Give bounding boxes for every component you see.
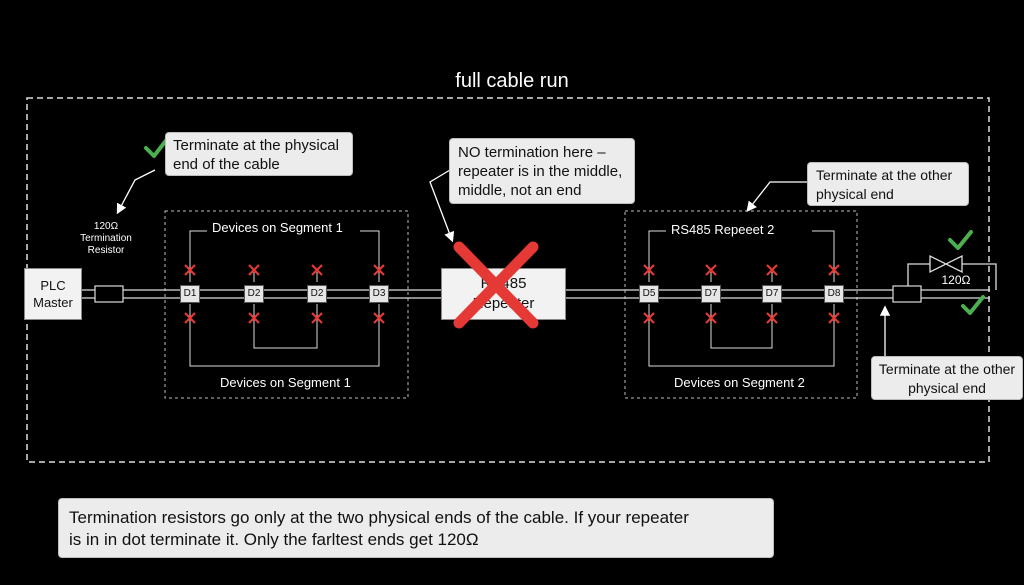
label-line: 120Ω [93,221,119,232]
check-icon [948,230,973,250]
node-line: PLC [40,278,66,293]
callout-line: NO termination here – [458,144,606,161]
segment1-stubs [189,230,380,367]
small-x-marks [184,264,840,324]
plc-master-node: PLC Master [24,268,82,320]
callout-line: Terminate at the physical [173,137,339,154]
callout-no-termination: NO termination here – repeater is in the… [449,138,635,204]
note-line: is in in dot terminate it. Only the farl… [69,530,479,549]
device-node: D8 [824,285,844,303]
device-node: D1 [180,285,200,303]
segment2-frame [624,210,858,399]
label-line: Termination [80,233,132,244]
node-line: Master [33,295,73,310]
check-icon [961,295,985,315]
device-node: D7 [762,285,782,303]
callout-line: Terminate at the other [878,361,1016,377]
callout-line: physical end [908,380,986,396]
callout-start-termination: Terminate at the physical end of the cab… [165,132,353,176]
callout-line: Terminate at the other [816,167,953,183]
check-icon [144,136,170,158]
segment2-bottom-label: Devices on Segment 2 [670,375,809,390]
diagram-title: full cable run [455,70,569,92]
segment1-top-label: Devices on Segment 1 [208,220,347,235]
device-node: D7 [701,285,721,303]
device-node: D5 [639,285,659,303]
segment1-bottom-label: Devices on Segment 1 [216,375,355,390]
summary-note: Termination resistors go only at the two… [58,498,774,558]
end-resistor-label: 120Ω [941,273,971,287]
device-node: D2 [307,285,327,303]
cable-connector-left [94,285,124,303]
resistor-icon [907,254,997,290]
callout-line: physical end [816,186,894,202]
label-line: Resistor [87,245,125,256]
segment2-stubs [648,230,835,367]
segment2-top-label: RS485 Repeeet 2 [667,222,779,237]
device-node: D3 [369,285,389,303]
cross-icon [453,241,539,329]
callout-end-bottom: Terminate at the other physical end [871,356,1023,400]
callout-line: end of the cable [173,156,280,173]
termination-resistor-label: 120Ω Termination Resistor [68,221,144,257]
arrow-icon [116,169,891,360]
segment1-frame [164,210,409,399]
device-node: D2 [244,285,264,303]
cable-connector-right [892,285,922,303]
callout-line: repeater is in the middle, [458,163,623,180]
callout-line: middle, not an end [458,182,582,199]
callout-end-top: Terminate at the other physical end [807,162,969,206]
note-line: Termination resistors go only at the two… [69,508,689,527]
